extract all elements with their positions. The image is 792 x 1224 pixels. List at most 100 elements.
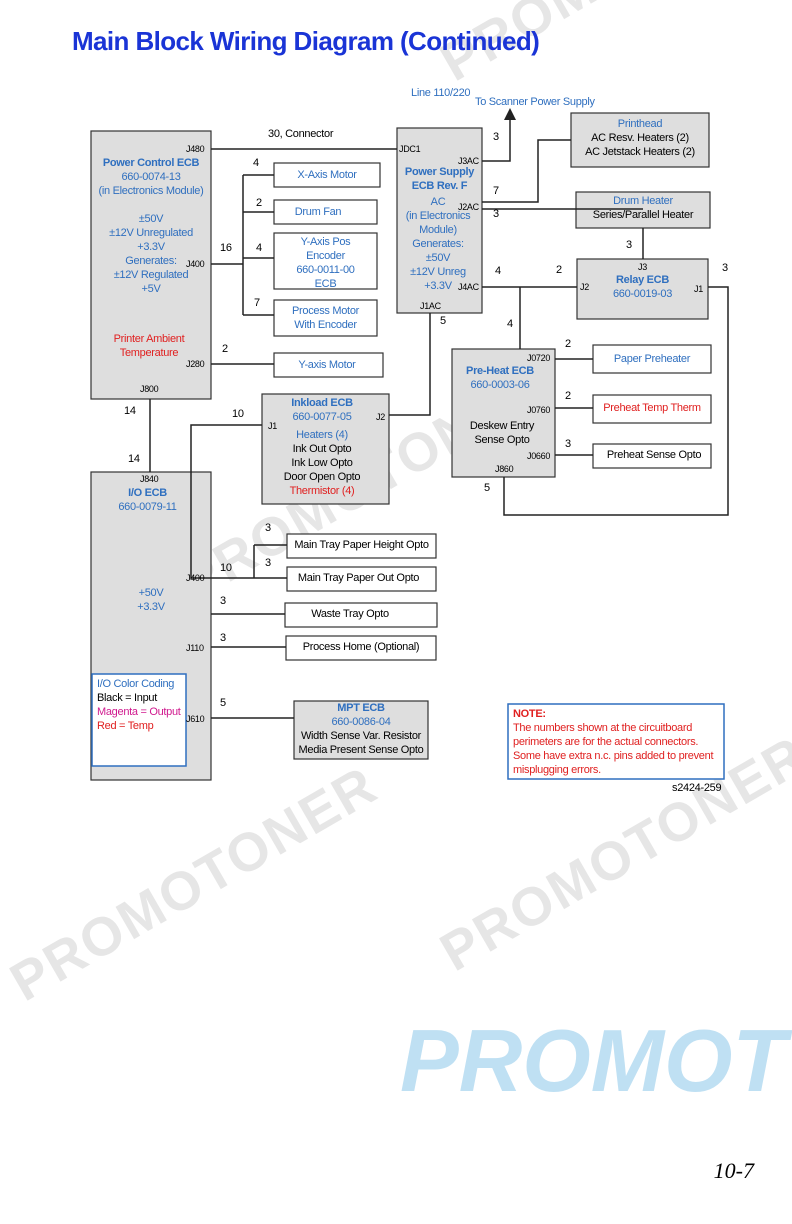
pc-j280: J280 <box>186 359 205 369</box>
pc-v4: ±12V Regulated <box>113 269 189 281</box>
drum-heater-name: Drum Heater <box>613 195 673 207</box>
power-control-box <box>90 130 212 400</box>
pin-j1ac: 5 <box>440 315 446 327</box>
pin-j4ac: 4 <box>495 265 501 277</box>
y-pos-l4: ECB <box>314 278 337 290</box>
printhead-l2: AC Jetstack Heaters (2) <box>585 146 695 158</box>
pc-temp1: Printer Ambient <box>113 333 185 345</box>
io-v2: +3.3V <box>137 601 165 613</box>
inkload-l3: Ink Low Opto <box>291 457 353 469</box>
pin-waste: 3 <box>220 595 226 607</box>
ps-loc1: (in Electronics <box>405 210 471 222</box>
pin-preheat-in: 4 <box>507 318 513 330</box>
note-l3: Some have extra n.c. pins added to preve… <box>513 750 714 762</box>
pin-inkload: 10 <box>232 408 244 420</box>
pc-temp2: Temperature <box>119 347 179 359</box>
inkload-box <box>261 393 390 505</box>
power-supply-box <box>396 127 483 314</box>
power-control-ecb: Power Control ECB 660-0074-13 (in Electr… <box>91 156 211 296</box>
inkload-name: Inkload ECB <box>291 397 353 409</box>
note-l1: The numbers shown at the circuitboard <box>513 722 693 734</box>
y-pos-l2: Encoder <box>306 250 345 262</box>
drum-fan: Drum Fan <box>294 206 342 218</box>
y-axis-motor: Y-axis Motor <box>298 359 356 371</box>
pc-v3: +3.3V <box>137 241 165 253</box>
mpt-l1: Width Sense Var. Resistor <box>300 730 422 742</box>
pc-part: 660-0074-13 <box>121 171 181 183</box>
pc-gen: Generates: <box>125 255 177 267</box>
relay-j2: J2 <box>580 282 589 292</box>
io-j840: J840 <box>140 474 159 484</box>
paper-preheater: Paper Preheater <box>613 353 691 365</box>
pc-j480: J480 <box>186 144 205 154</box>
preheat-part: 660-0003-06 <box>470 379 530 391</box>
waste-tray-box <box>284 602 438 628</box>
pc-j800: J800 <box>140 384 159 394</box>
inkload-l5: Thermistor (4) <box>289 485 355 497</box>
color-legend: I/O Color Coding Black = Input Magenta =… <box>97 677 181 733</box>
pin-io-j400: 10 <box>220 562 232 574</box>
process-motor-box <box>273 299 378 337</box>
preheat-temp-therm: Preheat Temp Therm <box>603 402 701 414</box>
relay-ecb: Relay ECB 660-0019-03 <box>577 273 708 301</box>
pin-j2ac-a: 7 <box>493 185 499 197</box>
pin-j0660: 3 <box>565 438 571 450</box>
ps-name1: Power Supply <box>404 166 475 178</box>
preheat-box <box>451 348 556 478</box>
note-head: NOTE: <box>513 708 546 720</box>
pin-relay-j1: 3 <box>722 262 728 274</box>
drum-heater-box <box>575 191 711 229</box>
figure-id: s2424-259 <box>672 782 722 794</box>
pin-j800: 14 <box>124 405 136 417</box>
relay-j1: J1 <box>694 284 703 294</box>
pin-j0760: 2 <box>565 390 571 402</box>
preheat-temp-therm-box <box>592 394 712 424</box>
pin-main-out: 3 <box>265 557 271 569</box>
printhead-l1: AC Resv. Heaters (2) <box>591 132 689 144</box>
ps-loc2: Module) <box>419 224 457 236</box>
pc-v5: +5V <box>141 283 161 295</box>
pin-drum-heater: 3 <box>626 239 632 251</box>
pin-j2ac-b: 3 <box>493 208 499 220</box>
process-home-box <box>285 635 437 661</box>
inkload-part: 660-0077-05 <box>292 411 352 423</box>
main-tray-height: Main Tray Paper Height Opto <box>294 539 429 551</box>
mpt-ecb: MPT ECB 660-0086-04 Width Sense Var. Res… <box>294 701 428 757</box>
x-axis-motor-box <box>273 162 381 188</box>
pin-j3ac: 3 <box>493 131 499 143</box>
inkload-l1: Heaters (4) <box>296 429 348 441</box>
ps-details: AC (in Electronics Module) Generates: ±5… <box>397 195 479 293</box>
arrow-up-icon <box>504 108 516 120</box>
note-l4: misplugging errors. <box>513 764 601 776</box>
ps-jdc1: JDC1 <box>399 144 421 154</box>
legend-red: Red = Temp <box>97 720 154 732</box>
scanner-supply-label: To Scanner Power Supply <box>475 96 595 108</box>
paper-preheater-box <box>592 344 712 374</box>
process-l2: With Encoder <box>294 319 357 331</box>
preheat-ecb: Pre-Heat ECB 660-0003-06 <box>452 364 548 392</box>
ps-j1ac: J1AC <box>420 301 441 311</box>
ps-j3ac: J3AC <box>458 156 479 166</box>
pin-mpt: 5 <box>220 697 226 709</box>
pin-process-home: 3 <box>220 632 226 644</box>
preheat-sense-opto-box <box>592 443 712 469</box>
page-number: 10-7 <box>713 1158 754 1183</box>
pin-j840: 14 <box>128 453 140 465</box>
note-l2: perimeters are for the actual connectors… <box>513 736 699 748</box>
pc-location: (in Electronics Module) <box>98 185 204 197</box>
io-j400: J400 <box>186 573 205 583</box>
pc-name: Power Control ECB <box>102 157 200 169</box>
ps-j2ac: J2AC <box>458 202 479 212</box>
preheat-l1: Deskew Entry <box>469 420 535 432</box>
inkload-j2: J2 <box>376 412 385 422</box>
y-pos-l3: 660-0011-00 <box>296 264 355 276</box>
ps-v2: ±12V Unreg <box>410 266 466 278</box>
ps-ac: AC <box>430 196 446 208</box>
drum-heater-l1: Series/Parallel Heater <box>592 209 694 221</box>
pc-v2: ±12V Unregulated <box>109 227 193 239</box>
pin-relay-j2: 2 <box>556 264 562 276</box>
y-axis-pos-box <box>273 232 378 290</box>
io-name: I/O ECB <box>128 487 167 499</box>
pin-main-height: 3 <box>265 522 271 534</box>
